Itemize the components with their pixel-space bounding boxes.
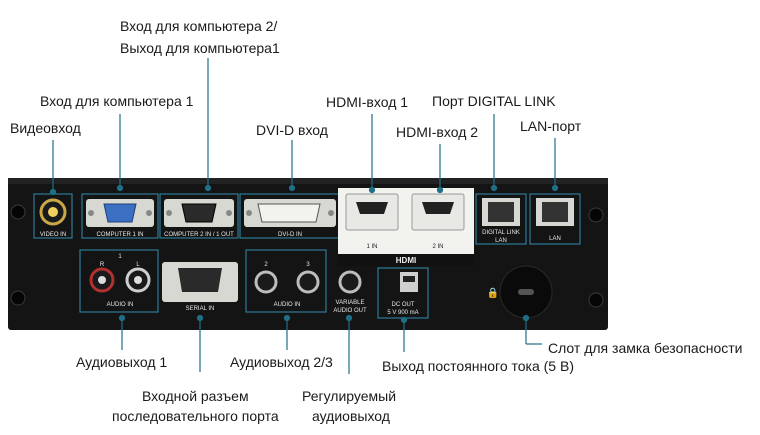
callout-variable-line1: Регулируемый [302,388,397,404]
callout-dc-out: Выход постоянного тока (5 В) [382,358,574,374]
ethernet-port-icon [542,202,568,222]
screw-icon [10,204,26,220]
audio-in-1-label: 1 [118,254,122,260]
lan-label: LAN [549,236,561,242]
dvi-in-label: DVI-D IN [278,232,302,238]
screw-icon [588,292,604,308]
hdmi-port-icon [356,202,388,214]
callout-video-in: Видеовход [10,120,81,136]
audio-2-label: 2 [264,262,268,268]
vga-port-icon [181,203,217,223]
callout-serial-line1: Входной разъем [142,388,249,404]
security-slot-icon [518,289,534,295]
computer1-in-label: COMPUTER 1 IN [96,232,143,238]
dc-out-label-1: DC OUT [392,302,415,308]
vga-port-icon [103,203,137,223]
callout-lan-port: LAN-порт [520,118,582,134]
screw-icon [10,290,26,306]
callout-dvi-in: DVI-D вход [256,122,328,138]
callout-lines [49,58,559,374]
audio-jack-icon [254,270,278,294]
callout-computer1-in: Вход для компьютера 1 [40,93,194,109]
serial-in-label: SERIAL IN [186,306,215,312]
video-in-label: VIDEO IN [40,232,66,238]
audio-in-label: AUDIO IN [107,302,134,308]
dvi-port-icon [257,203,321,223]
digital-link-sub-label: LAN [495,238,507,244]
callout-hdmi1-in: HDMI-вход 1 [326,94,409,110]
callout-hdmi2-in: HDMI-вход 2 [396,124,479,140]
audio-jack-icon [296,270,320,294]
screw-icon [588,207,604,223]
audio-3-label: 3 [306,262,310,268]
hdmi-port-icon [422,202,454,214]
lock-icon: 🔒 [487,287,499,299]
callout-variable-line2: аудиовыход [312,408,390,424]
callout-digital-link: Порт DIGITAL LINK [432,93,556,109]
variable-audio-label-2: AUDIO OUT [333,308,367,314]
callout-audio-out23: Аудиовыход 2/3 [230,354,333,370]
variable-audio-label-1: VARIABLE [336,300,365,306]
callout-computer2-line2: Выход для компьютера1 [120,40,280,56]
audio-l-label: L [136,262,140,268]
audio-r-label: R [100,262,105,268]
ethernet-port-icon [488,202,514,222]
callout-security-slot: Слот для замка безопасности [548,340,743,356]
hdmi-logo: HDMI [396,256,416,265]
audio-in-23-label: AUDIO IN [274,302,301,308]
computer2-in-label: COMPUTER 2 IN / 1 OUT [164,232,234,238]
hdmi1-label: 1 IN [366,244,377,250]
callout-audio-out1: Аудиовыход 1 [76,354,168,370]
callout-serial-line2: последовательного порта [112,408,279,424]
digital-link-label: DIGITAL LINK [482,230,520,236]
hdmi2-label: 2 IN [432,244,443,250]
dc-out-label-2: 5 V 900 mA [387,310,418,316]
audio-jack-icon [338,270,362,294]
callout-computer2-line1: Вход для компьютера 2/ [120,18,278,34]
serial-port-icon [178,268,222,292]
